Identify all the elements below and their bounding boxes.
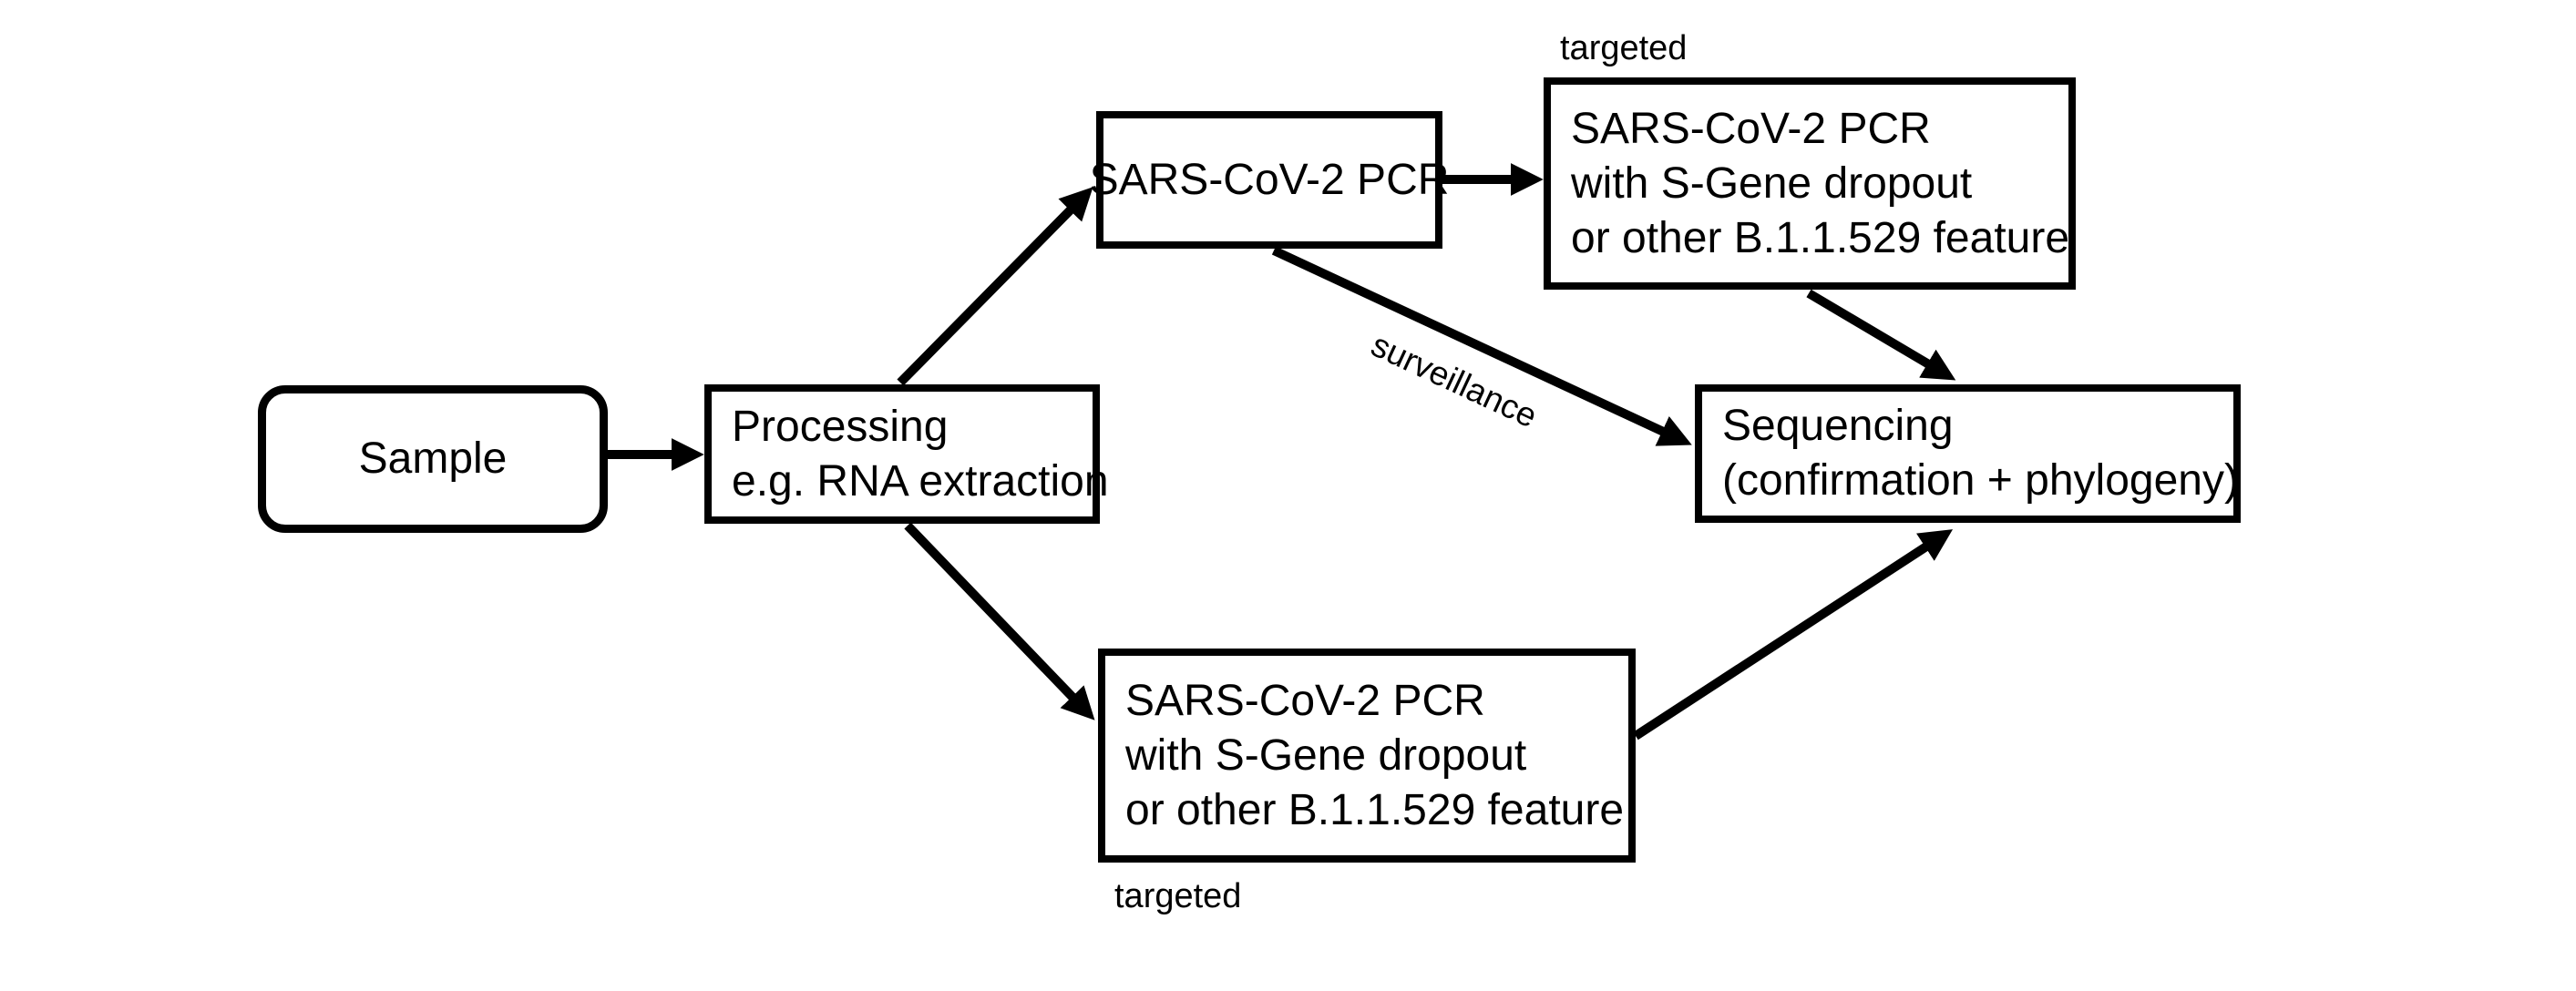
arrow-processing-to-pcr-sgene-bottom xyxy=(904,522,1095,720)
targeted-top-label: targeted xyxy=(1560,29,1688,67)
pcr-sgene-bottom-line2: with S-Gene dropout xyxy=(1125,730,1527,780)
processing-node: Processing e.g. RNA extraction xyxy=(704,384,1109,524)
pcr-sgene-top-node: SARS-CoV-2 PCR with S-Gene dropout or ot… xyxy=(1544,77,2076,290)
pcr-sgene-bottom-line1: SARS-CoV-2 PCR xyxy=(1125,676,1485,725)
sequencing-line2: (confirmation + phylogeny) xyxy=(1722,456,2239,505)
pcr-node: SARS-CoV-2 PCR xyxy=(1090,111,1449,249)
pcr-sgene-top-line1: SARS-CoV-2 PCR xyxy=(1571,104,1931,153)
sequencing-node: Sequencing (confirmation + phylogeny) xyxy=(1695,384,2241,523)
processing-line1: Processing xyxy=(732,402,949,451)
pcr-sgene-top-line2: with S-Gene dropout xyxy=(1571,158,1973,208)
arrow-processing-to-pcr xyxy=(897,187,1093,386)
arrow-pcr-sgene-bottom-to-sequencing xyxy=(1633,529,1954,741)
pcr-sgene-bottom-line3: or other B.1.1.529 feature xyxy=(1125,785,1625,834)
arrow-pcr-sgene-top-to-sequencing xyxy=(1806,289,1956,381)
pcr-sgene-bottom-node: SARS-CoV-2 PCR with S-Gene dropout or ot… xyxy=(1098,649,1636,863)
sample-node: Sample xyxy=(258,385,608,533)
sample-label: Sample xyxy=(358,434,508,483)
pcr-label: SARS-CoV-2 PCR xyxy=(1089,155,1450,204)
targeted-bottom-label: targeted xyxy=(1114,877,1242,915)
processing-line2: e.g. RNA extraction xyxy=(732,456,1109,506)
sequencing-line1: Sequencing xyxy=(1722,402,1954,450)
pcr-sgene-top-line3: or other B.1.1.529 feature xyxy=(1571,213,2070,262)
arrow-pcr-to-sequencing-surveillance xyxy=(1271,246,1692,446)
